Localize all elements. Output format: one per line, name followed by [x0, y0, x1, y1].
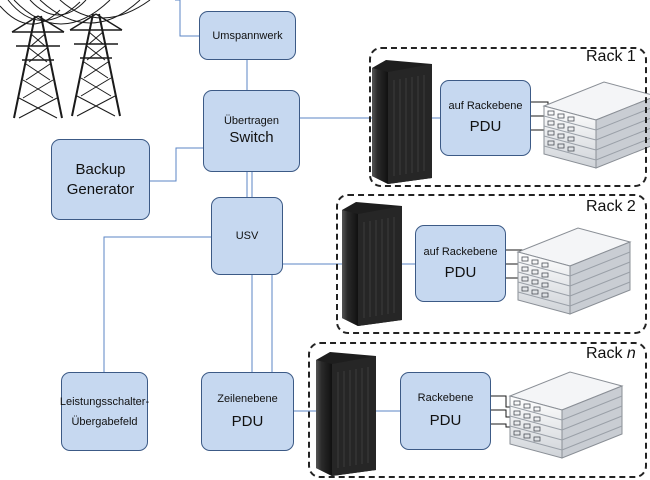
rack-2-pdu-line2: PDU — [444, 263, 477, 281]
backup-label-line1: Backup — [75, 160, 126, 178]
rack-n-variable: n — [626, 345, 636, 362]
rack-n-pdu-line1: Rackebene — [417, 392, 474, 404]
power-line-wires — [0, 0, 151, 25]
switch-label-line2: Switch — [229, 129, 274, 146]
switch-box: Übertragen Switch — [203, 90, 300, 172]
rack-n-frame — [308, 342, 647, 478]
backup-label-line2: Generator — [66, 180, 135, 198]
umspannwerk-label: Umspannwerk — [212, 29, 283, 42]
backup-generator-box: Backup Generator — [51, 139, 150, 220]
row-pdu-label-line1: Zeilenebene — [217, 392, 278, 405]
rack-1-title: Rack 1 — [586, 48, 636, 65]
breaker-label-line2: Übergabefeld — [71, 415, 138, 428]
rack-n-pdu-box: Rackebene PDU — [400, 372, 491, 450]
rack-1-pdu-line2: PDU — [469, 118, 502, 135]
rack-1-frame — [369, 47, 647, 187]
breaker-label-line1: Leistungsschalter- — [59, 395, 150, 408]
umspannwerk-box: Umspannwerk — [199, 11, 296, 60]
transmission-tower-icon — [69, 13, 123, 117]
row-pdu-box: Zeilenebene PDU — [201, 372, 294, 451]
usv-label: USV — [235, 230, 259, 242]
rack-2-pdu-line1: auf Rackebene — [423, 245, 498, 258]
transmission-tower-icon — [11, 15, 65, 119]
rack-1-pdu-line1: auf Rackebene — [448, 100, 523, 112]
rack-n-pdu-line2: PDU — [429, 412, 462, 429]
rack-2-frame — [336, 194, 647, 334]
rack-2-title: Rack 2 — [586, 198, 636, 215]
breaker-box: Leistungsschalter- Übergabefeld — [59, 372, 150, 451]
rack-n-title: Rack n — [586, 345, 636, 362]
row-pdu-label-line2: PDU — [231, 412, 264, 430]
usv-box: USV — [211, 197, 283, 275]
rack-1-pdu-box: auf Rackebene PDU — [440, 80, 531, 156]
switch-label-line1: Übertragen — [223, 115, 280, 127]
rack-2-pdu-box: auf Rackebene PDU — [415, 225, 506, 302]
